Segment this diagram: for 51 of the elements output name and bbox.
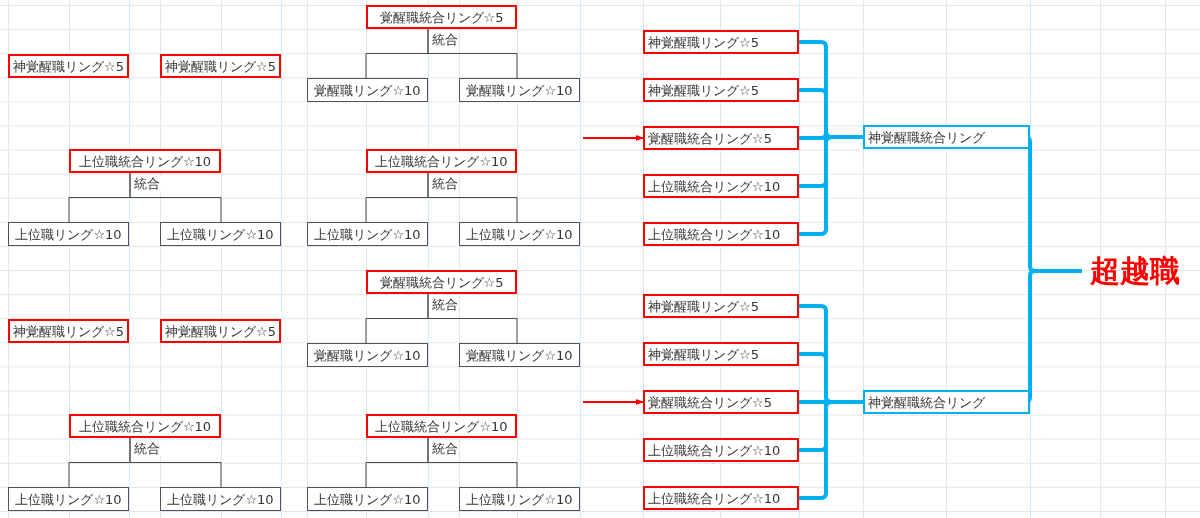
tree-connector xyxy=(427,172,518,223)
ring-box: 上位職統合リング☆10 xyxy=(366,414,517,438)
ring-box: 上位職リング☆10 xyxy=(307,487,428,511)
tree-connector xyxy=(427,437,518,488)
ring-box: 神覚醒職リング☆5 xyxy=(8,319,129,343)
ring-box: 神覚醒職リング☆5 xyxy=(8,54,129,78)
ring-box: 上位職リング☆10 xyxy=(459,222,580,246)
ring-box: 覚醒職リング☆10 xyxy=(307,343,428,367)
ring-box: 上位職統合リング☆10 xyxy=(69,149,221,173)
result-label: 超越職 xyxy=(1082,252,1188,290)
ring-box: 上位職統合リング☆10 xyxy=(366,149,517,173)
arrow xyxy=(582,398,644,406)
ring-box: 上位職統合リング☆10 xyxy=(643,174,799,198)
edge-label: 統合 xyxy=(133,176,161,191)
ring-box: 覚醒職統合リング☆5 xyxy=(643,126,799,150)
edge-label: 統合 xyxy=(431,297,459,312)
ring-box: 上位職リング☆10 xyxy=(160,222,281,246)
ring-box: 神覚醒職統合リング xyxy=(863,125,1030,149)
ring-box: 上位職リング☆10 xyxy=(8,487,129,511)
ring-box: 神覚醒職リング☆5 xyxy=(643,294,799,318)
ring-box: 神覚醒職リング☆5 xyxy=(643,30,799,54)
ring-box: 上位職統合リング☆10 xyxy=(643,486,799,510)
tree-connector xyxy=(129,437,222,488)
ring-box: 上位職統合リング☆10 xyxy=(643,438,799,462)
ring-box: 覚醒職リング☆10 xyxy=(307,78,428,102)
edge-label: 統合 xyxy=(431,176,459,191)
tree-connector xyxy=(427,293,518,344)
ring-box: 覚醒職統合リング☆5 xyxy=(643,390,799,414)
ring-box: 神覚醒職リング☆5 xyxy=(643,342,799,366)
tree-connector xyxy=(427,28,518,79)
ring-box: 覚醒職統合リング☆5 xyxy=(366,5,517,29)
ring-box: 上位職統合リング☆10 xyxy=(69,414,221,438)
ring-box: 神覚醒職リング☆5 xyxy=(160,54,281,78)
curly-bracket xyxy=(799,135,863,236)
edge-label: 統合 xyxy=(431,32,459,47)
ring-box: 上位職リング☆10 xyxy=(459,487,580,511)
tree-connector xyxy=(129,172,222,223)
arrow xyxy=(582,134,644,142)
edge-label: 統合 xyxy=(431,441,459,456)
ring-box: 上位職リング☆10 xyxy=(8,222,129,246)
ring-box: 神覚醒職リング☆5 xyxy=(643,78,799,102)
ring-box: 覚醒職リング☆10 xyxy=(459,343,580,367)
ring-box: 覚醒職統合リング☆5 xyxy=(366,270,517,294)
ring-box: 上位職統合リング☆10 xyxy=(643,222,799,246)
ring-box: 覚醒職リング☆10 xyxy=(459,78,580,102)
ring-box: 神覚醒職リング☆5 xyxy=(160,319,281,343)
edge-label: 統合 xyxy=(133,441,161,456)
ring-box: 上位職リング☆10 xyxy=(160,487,281,511)
curly-bracket xyxy=(799,400,863,500)
ring-box: 神覚醒職統合リング xyxy=(863,390,1030,414)
ring-box: 上位職リング☆10 xyxy=(307,222,428,246)
